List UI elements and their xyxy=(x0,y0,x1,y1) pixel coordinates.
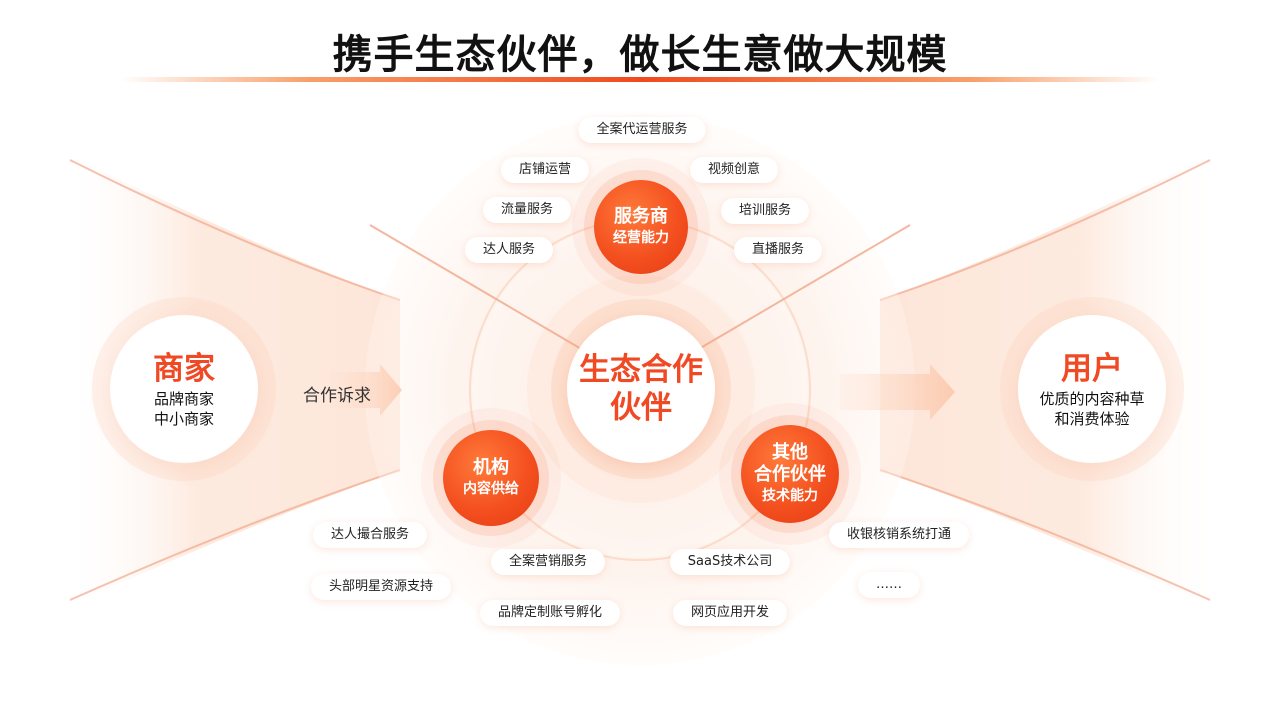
user-circle: 用户 优质的内容种草 和消费体验 xyxy=(1018,315,1166,463)
other-node-title-1: 其他 xyxy=(772,442,808,463)
connector-upper-left xyxy=(369,224,601,361)
merchant-line-2: 中小商家 xyxy=(153,410,214,428)
user-line-1: 优质的内容种草 xyxy=(1039,390,1145,408)
center-circle: 生态合作 伙伴 xyxy=(567,315,715,463)
service-node-title: 服务商 xyxy=(614,206,668,227)
pill-brand-account-incubation: 品牌定制账号孵化 xyxy=(479,600,621,626)
pill-full-agency-operation: 全案代运营服务 xyxy=(578,117,706,143)
right-funnel-top-edge xyxy=(879,159,1211,301)
demand-arrow xyxy=(330,364,402,416)
right-funnel-bottom-edge xyxy=(879,469,1211,601)
flow-arrow xyxy=(840,364,955,420)
agency-node-title: 机构 xyxy=(473,457,509,478)
agency-node: 机构 内容供给 xyxy=(443,430,539,526)
left-funnel-top-edge xyxy=(69,159,401,301)
service-node-subtitle: 经营能力 xyxy=(613,230,669,246)
center-label-line-2: 伙伴 xyxy=(610,390,672,426)
left-funnel-bottom-edge xyxy=(69,469,401,601)
pill-training-service: 培训服务 xyxy=(720,198,810,224)
pill-saas-company: SaaS技术公司 xyxy=(669,549,791,575)
center-label-line-1: 生态合作 xyxy=(579,352,703,388)
pill-video-creative: 视频创意 xyxy=(689,157,779,183)
service-provider-node: 服务商 经营能力 xyxy=(594,180,688,274)
pill-celebrity-resources: 头部明星资源支持 xyxy=(310,574,452,600)
pill-store-operation: 店铺运营 xyxy=(500,157,590,183)
connector-upper-right xyxy=(679,224,911,361)
user-title: 用户 xyxy=(1061,351,1123,387)
page-title: 携手生态伙伴，做长生意做大规模 xyxy=(332,32,948,78)
demand-label: 合作诉求 xyxy=(303,386,371,406)
user-line-2: 和消费体验 xyxy=(1054,410,1130,428)
merchant-circle: 商家 品牌商家 中小商家 xyxy=(110,315,258,463)
pill-full-marketing: 全案营销服务 xyxy=(490,549,606,575)
title-underline xyxy=(120,77,1160,82)
other-node-title-2: 合作伙伴 xyxy=(754,464,826,485)
pill-livestream-service: 直播服务 xyxy=(733,237,823,263)
other-node-subtitle: 技术能力 xyxy=(762,488,818,504)
agency-node-subtitle: 内容供给 xyxy=(463,481,519,497)
pill-pos-system-integration: 收银核销系统打通 xyxy=(828,522,970,548)
pill-ellipsis: …… xyxy=(858,572,920,598)
pill-traffic-service: 流量服务 xyxy=(482,197,572,223)
pill-influencer-service: 达人服务 xyxy=(464,237,554,263)
pill-influencer-matching: 达人撮合服务 xyxy=(312,522,428,548)
other-partners-node: 其他 合作伙伴 技术能力 xyxy=(741,425,839,523)
pill-web-app-development: 网页应用开发 xyxy=(672,600,788,626)
merchant-title: 商家 xyxy=(153,351,215,387)
merchant-line-1: 品牌商家 xyxy=(153,390,214,408)
